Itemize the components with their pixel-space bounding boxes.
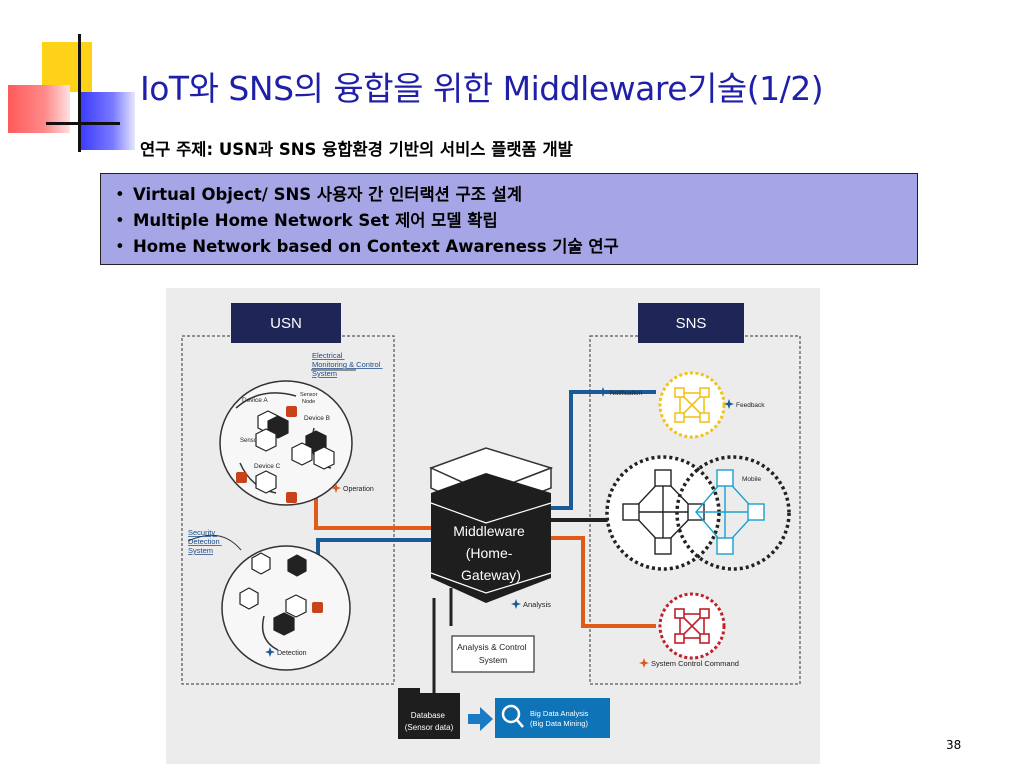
security-label: Security Detection System: [188, 528, 222, 555]
control-command-line: [551, 536, 656, 628]
sensor-node-icon: [236, 472, 247, 483]
feedback-icon: [724, 399, 734, 409]
bullet-rest: 제어 모델 확립: [389, 211, 498, 230]
subtitle-rest: 융합환경 기반의 서비스 플랫폼 개발: [316, 140, 573, 159]
cube-icon: [239, 552, 307, 636]
bullet-rest: 기술 연구: [546, 237, 619, 256]
notification-label: Notification: [610, 390, 643, 397]
bullet-rest: 사용자 간 인터랙션 구조 설계: [311, 185, 523, 204]
bullet-box: • Virtual Object/ SNS 사용자 간 인터랙션 구조 설계 • M…: [100, 173, 918, 265]
control-network-icon: [674, 608, 710, 644]
decor-blue-square: [80, 92, 135, 150]
mobile-network-ring: [675, 455, 791, 571]
magnifier-icon: [501, 704, 524, 728]
bullet-bold: Multiple Home Network Set: [133, 211, 390, 230]
bullet-dot: •: [115, 237, 125, 256]
analysis-icon: [511, 599, 521, 609]
decor-red-square: [8, 85, 70, 133]
sensor-node-label: Sensor Node: [300, 392, 319, 405]
page-number: 38: [946, 738, 962, 752]
analysis-label: Analysis: [523, 600, 551, 609]
sensor-node-icon: [286, 492, 297, 503]
cube-icon: [255, 410, 289, 452]
mobile-label: Mobile: [742, 476, 762, 483]
cube-icon: [291, 430, 335, 470]
bullet-dot: •: [115, 185, 125, 204]
feedback-label: Feedback: [736, 402, 765, 409]
usn-header-box: [231, 303, 341, 343]
subtitle-sns: SNS: [278, 140, 317, 159]
electrical-label: Electrical Monitoring & Control System: [312, 351, 382, 378]
bigdata-box: [495, 698, 610, 738]
bullet-item: • Home Network based on Context Awareness…: [115, 234, 917, 260]
callout-line: [187, 534, 242, 551]
control-command-icon: [639, 658, 649, 668]
mobile-network-icon: [695, 469, 765, 555]
bullet-bold: Home Network based on Context Awareness: [133, 237, 547, 256]
arrow-right-icon: [468, 707, 493, 731]
page-title: IoT와 SNS의 융합을 위한 Middleware기술(1/2): [140, 69, 824, 108]
feedback-network-icon: [674, 387, 710, 423]
middleware-node: [429, 447, 554, 603]
analysis-control-box: [451, 635, 535, 673]
device-a-label: Device A: [242, 397, 268, 404]
middleware-label: Middleware (Home- Gateway): [453, 523, 528, 583]
notification-line: [551, 390, 656, 510]
database-box: [398, 693, 460, 739]
research-topic: 연구 주제: USN과 SNS 융합환경 기반의 서비스 플랫폼 개발: [140, 136, 573, 160]
sns-header: SNS: [676, 315, 707, 332]
sensor-node-icon: [286, 406, 297, 417]
subtitle-usn: USN: [218, 140, 258, 159]
detection-label: Detection: [277, 650, 307, 657]
bullet-dot: •: [115, 211, 125, 230]
database-label: Database (Sensor data): [405, 711, 454, 732]
device-c-label: Device C: [254, 463, 281, 470]
decor-vertical-line: [78, 34, 81, 152]
operation-line: [292, 496, 431, 530]
sensor-label: Sensor: [240, 438, 259, 444]
bullet-item: • Virtual Object/ SNS 사용자 간 인터랙션 구조 설계: [115, 182, 917, 208]
social-network-icon: [622, 469, 705, 555]
electrical-cluster: [219, 380, 353, 506]
analysis-control-label: Analysis & Control System: [457, 642, 529, 665]
bigdata-label: Big Data Analysis (Big Data Mining): [530, 709, 590, 728]
subtitle-prefix: 연구 주제:: [140, 140, 219, 159]
cube-icon: [255, 470, 277, 494]
decor-horizontal-line: [46, 122, 120, 125]
notification-icon: [598, 387, 608, 397]
bullet-bold: Virtual Object/ SNS: [133, 185, 312, 204]
subtitle-mid: 과: [257, 140, 279, 159]
bullet-item: • Multiple Home Network Set 제어 모델 확립: [115, 208, 917, 234]
control-command-label: System Control Command: [651, 659, 739, 668]
architecture-diagram: USN SNS Electrical Monitoring & Control …: [166, 288, 820, 764]
sensor-node-icon: [312, 602, 323, 613]
usn-header: USN: [270, 315, 302, 332]
device-b-label: Device B: [304, 415, 330, 422]
operation-label: Operation: [343, 486, 374, 493]
decor-yellow-square: [42, 42, 92, 92]
sns-header-box: [638, 303, 744, 343]
